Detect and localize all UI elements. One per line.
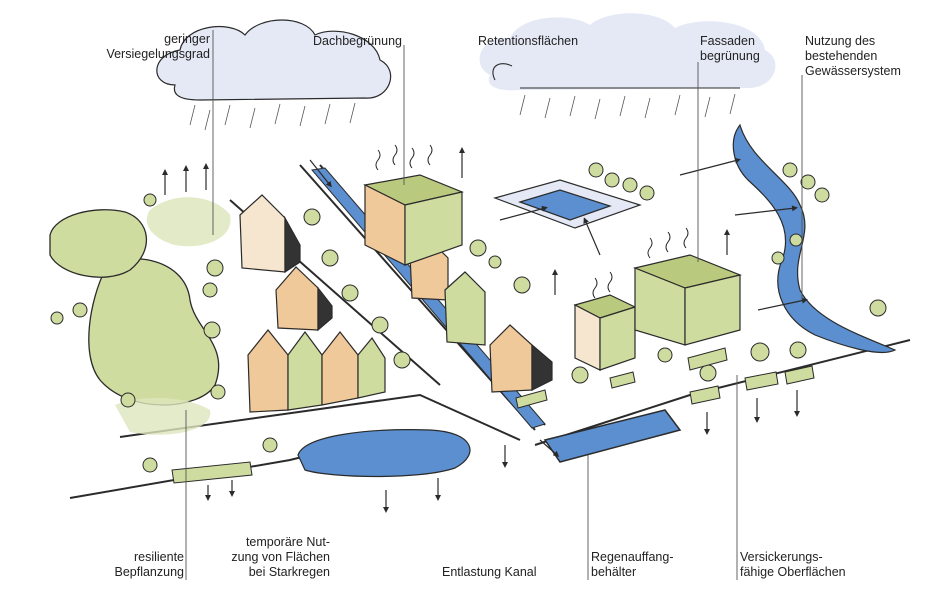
label-retentionsflaechen: Retentionsflächen — [478, 34, 579, 48]
label-resiliente-bepflanzung: resiliente Bepflanzung — [114, 550, 184, 579]
trees — [50, 162, 887, 473]
flow-arrows — [162, 147, 808, 513]
label-versickerungsfaehige-oberflaechen: Versickerungs- fähige Oberflächen — [740, 550, 846, 579]
houses-middle — [409, 237, 553, 393]
river — [732, 123, 897, 354]
park-large — [88, 258, 220, 406]
park-small — [49, 209, 147, 278]
label-entlastung-kanal: Entlastung Kanal — [442, 565, 537, 579]
label-temporaere-nutzung: temporäre Nut- zung von Flächen bei Star… — [231, 535, 330, 579]
rain-lines — [189, 93, 736, 131]
green-dotted-area — [146, 197, 231, 247]
cloud-left — [156, 19, 392, 101]
facade-green-building — [633, 254, 742, 346]
rain-container — [543, 409, 682, 463]
permeable-strips — [171, 347, 815, 484]
cloud-right — [479, 13, 776, 91]
label-geringer-versiegelungsgrad: geringer Versiegelungsgrad — [106, 32, 210, 61]
pond — [297, 429, 471, 478]
label-fassadenbegruenung: Fassaden begrünung — [700, 34, 760, 63]
label-dachbegruenung: Dachbegrünung — [313, 34, 402, 48]
green-roof-building-2 — [573, 294, 637, 371]
houses-left — [239, 194, 386, 413]
label-gewaessersystem: Nutzung des bestehenden Gewässersystem — [805, 34, 901, 78]
green-verge — [115, 398, 211, 435]
label-leaders — [185, 30, 803, 580]
retention-basin — [493, 179, 642, 229]
label-regenauffangbehaelter: Regenauffang- behälter — [591, 550, 674, 579]
green-roof-building-1 — [363, 174, 464, 266]
evaporation-squiggles — [375, 144, 689, 299]
